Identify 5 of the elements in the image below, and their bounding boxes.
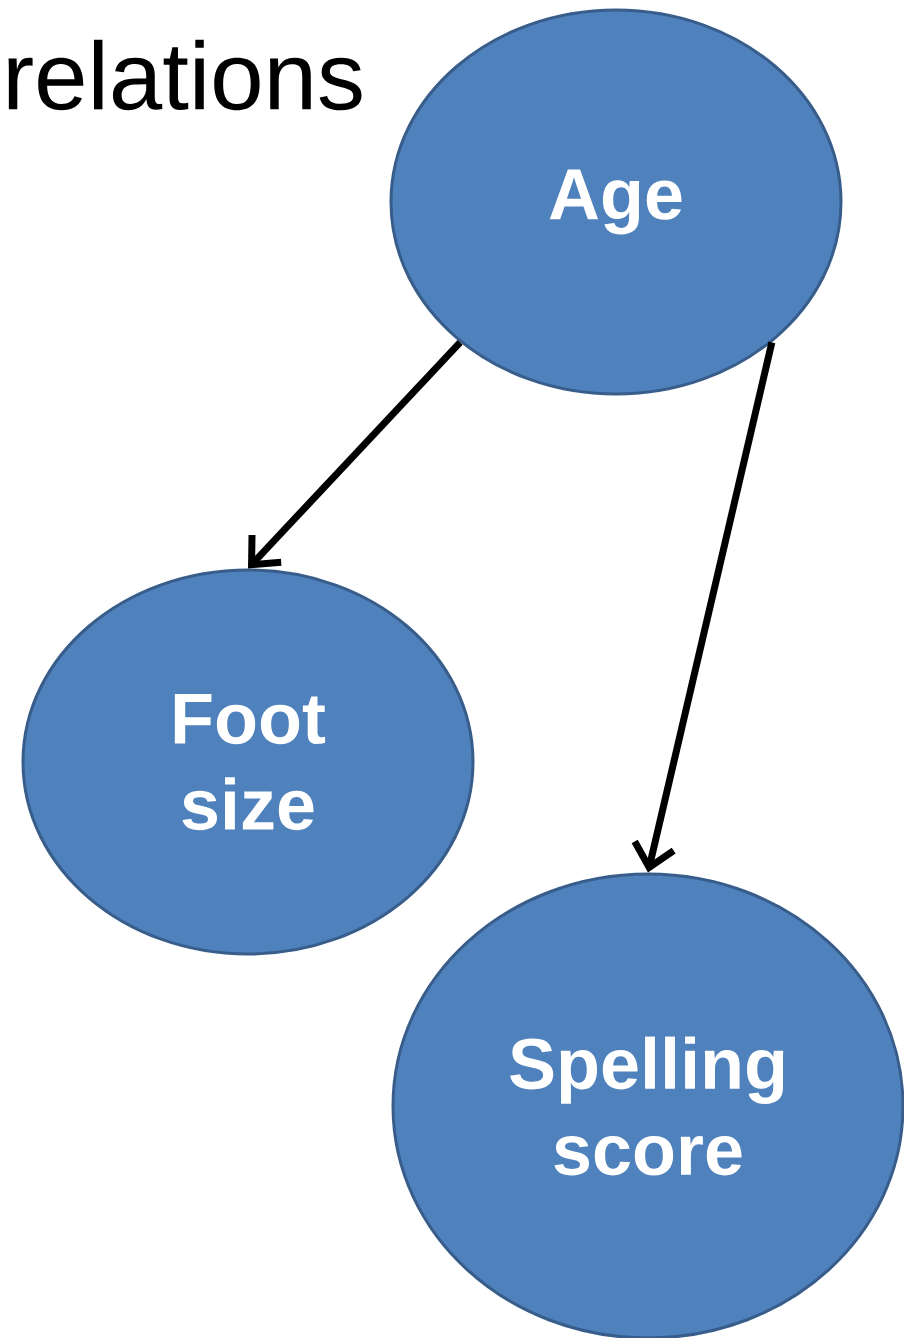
ellipse-node: Age — [389, 8, 843, 396]
ellipse-node: Foot size — [21, 568, 475, 956]
arrow — [631, 341, 776, 873]
arrow — [248, 339, 463, 569]
ellipse-node: Spelling score — [391, 872, 904, 1338]
